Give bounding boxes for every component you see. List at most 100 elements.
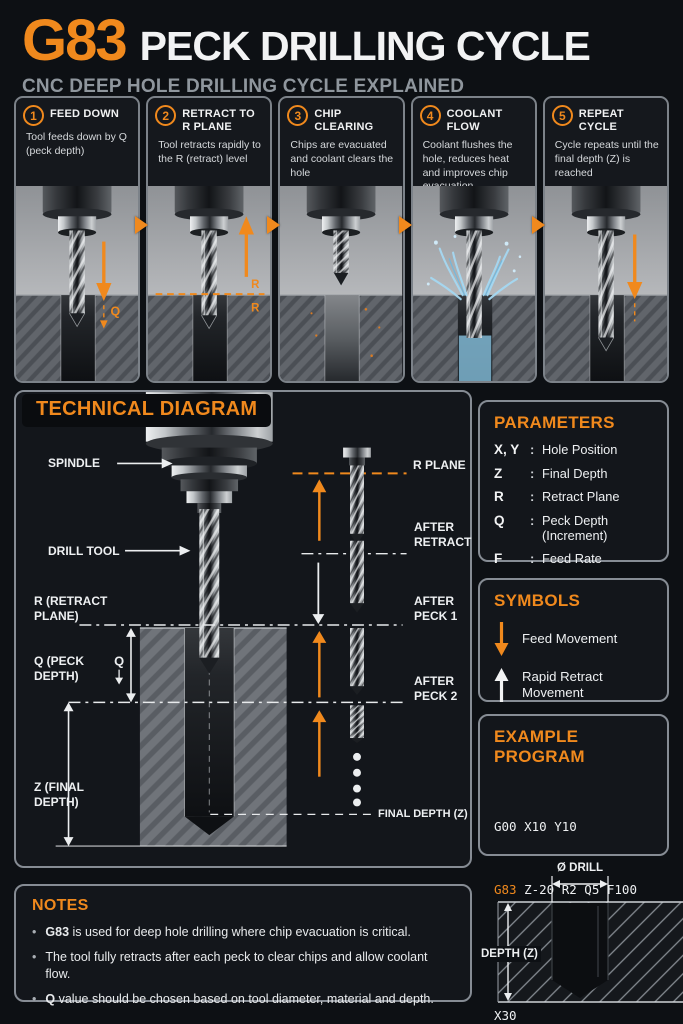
step-panel-feed-down: 1 FEED DOWN Tool feeds down by Q (peck d… <box>14 96 141 383</box>
technical-diagram-tab: TECHNICAL DIAGRAM <box>22 394 272 427</box>
symbol-item-retract: Rapid Retract Movement <box>494 667 653 703</box>
hole-cross-section-graphic <box>497 876 683 1003</box>
mini-drill-after-rplane <box>343 447 371 545</box>
notes-title: NOTES <box>32 897 89 914</box>
technical-diagram-graphic: Q <box>55 392 407 847</box>
step-number-badge: 1 <box>23 105 44 126</box>
parameters-panel: PARAMETERS X, Y : Hole Position Z : Fina… <box>478 400 669 566</box>
symbol-label: Feed Movement <box>522 630 618 646</box>
steps-row: 1 FEED DOWN Tool feeds down by Q (peck d… <box>14 96 669 383</box>
drill-illustration-feed-down: Q <box>16 186 139 381</box>
step-number-badge: 2 <box>155 105 177 126</box>
flow-arrow-icon <box>135 216 148 234</box>
feed-arrow-white <box>312 562 325 625</box>
parameters-title: PARAMETERS <box>494 413 615 432</box>
example-program-title: EXAMPLE PROGRAM <box>494 727 585 766</box>
step-panel-retract: 2 RETRACT TO R PLANE Tool retracts rapid… <box>146 96 273 383</box>
technical-diagram-panel: TECHNICAL DIAGRAM <box>14 390 472 868</box>
step-title: FEED DOWN <box>50 108 120 120</box>
feed-down-arrow <box>626 234 643 322</box>
q-annotation: Q <box>111 303 121 318</box>
notes-panel: NOTES • G83 is used for deep hole drilli… <box>14 884 472 1006</box>
coolant-droplets <box>426 235 521 286</box>
r-annotation-bottom: R <box>251 301 260 314</box>
feed-down-arrow-icon <box>494 622 509 656</box>
param-value: Peck Depth (Increment) <box>542 512 609 543</box>
continuation-dots <box>353 752 361 807</box>
final-depth-right-label: FINAL DEPTH (Z) <box>378 808 468 820</box>
r-plane-label: R PLANE <box>413 458 466 472</box>
mini-drill-after-retract <box>350 540 364 613</box>
step-description: Chips are evacuated and coolant clears t… <box>290 139 394 179</box>
flow-arrow-icon <box>532 216 545 234</box>
step-panel-chip-clearing: 3 CHIP CLEARING Chips are evacuated and … <box>278 96 405 383</box>
symbols-panel: SYMBOLS Feed Movement Rapid Retract Move… <box>478 578 669 702</box>
mini-drill-after-peck1 <box>350 628 364 696</box>
rapid-retract-arrow-2 <box>312 630 327 698</box>
param-key: F <box>494 551 503 566</box>
step-number-badge: 5 <box>551 105 573 126</box>
param-value: Hole Position <box>542 442 618 457</box>
chip-specks <box>310 307 381 358</box>
q-dimension-label: Q <box>114 654 124 669</box>
q-dimension-arrow <box>115 628 136 703</box>
param-key: Q <box>494 512 505 528</box>
note-item: • Q value should be chosen based on tool… <box>32 991 434 1006</box>
mini-drill-after-peck2 <box>350 705 364 743</box>
coolant-splash <box>429 247 518 301</box>
step-description: Tool feeds down by Q (peck depth) <box>26 131 127 157</box>
r-annotation-top: R <box>251 278 260 291</box>
bullet-icon: • <box>32 950 37 965</box>
parameters-table: X, Y : Hole Position Z : Final Depth R :… <box>494 442 653 566</box>
g-code-title: G83 <box>22 8 128 73</box>
bullet-icon: • <box>32 991 37 1006</box>
step-panel-coolant-flow: 4 COOLANT FLOW Coolant flushes the hole,… <box>410 96 537 383</box>
step-description: Tool retracts rapidly to the R (retract)… <box>158 139 261 166</box>
param-key: X, Y <box>494 442 520 457</box>
drill-illustration-chip-clearing <box>280 186 403 381</box>
gcode-line: X30 <box>494 1008 517 1023</box>
note-item: • The tool fully retracts after each pec… <box>32 950 428 981</box>
hole-cross-section-diagram: Ø DRILL DEPTH (Z) <box>478 862 683 1022</box>
drill-illustration-repeat <box>544 186 667 381</box>
diameter-dimension-arrow <box>551 876 609 902</box>
drill-diameter-label: Ø DRILL <box>557 862 603 874</box>
page-subtitle: CNC DEEP HOLE DRILLING CYCLE EXPLAINED <box>22 76 465 97</box>
z-dimension-arrow <box>63 702 74 847</box>
symbol-item-feed: Feed Movement <box>494 621 653 657</box>
step-title: REPEAT CYCLE <box>578 108 624 134</box>
param-value: Final Depth <box>542 465 608 481</box>
param-key: Z <box>494 465 503 481</box>
coolant-splash-inner <box>448 258 503 296</box>
coolant-pool <box>458 335 491 381</box>
drill-illustration-retract: R R <box>148 186 271 381</box>
spindle-pointer-arrow <box>117 458 173 469</box>
flow-arrow-icon <box>399 216 412 234</box>
drill-tool-pointer-arrow <box>125 545 191 556</box>
step-panel-repeat-cycle: 5 REPEAT CYCLE Cycle repeats until the f… <box>542 96 669 383</box>
symbol-label: Rapid Retract Movement <box>522 668 603 701</box>
retract-up-arrow <box>238 216 255 277</box>
bullet-icon: • <box>32 925 37 939</box>
gcode-line: G83 Z-20 R2 Q5 F100 <box>494 882 637 897</box>
step-number-badge: 4 <box>419 105 441 126</box>
gcode-line: G00 X10 Y10 <box>494 819 577 834</box>
rapid-retract-up-arrow-icon <box>494 668 509 702</box>
step-number-badge: 3 <box>287 105 309 126</box>
symbols-title: SYMBOLS <box>494 591 581 610</box>
step-title: COOLANT FLOW <box>446 108 503 134</box>
flow-arrow-icon <box>267 216 280 234</box>
rapid-retract-arrow-1 <box>312 479 327 541</box>
drill-tool-graphic <box>199 509 220 674</box>
param-value: Feed Rate <box>542 551 602 566</box>
header: G83 PECK DRILLING CYCLE CNC DEEP HOLE DR… <box>22 8 591 98</box>
param-value: Retract Plane <box>542 489 620 504</box>
drill-illustration-coolant <box>412 186 535 381</box>
